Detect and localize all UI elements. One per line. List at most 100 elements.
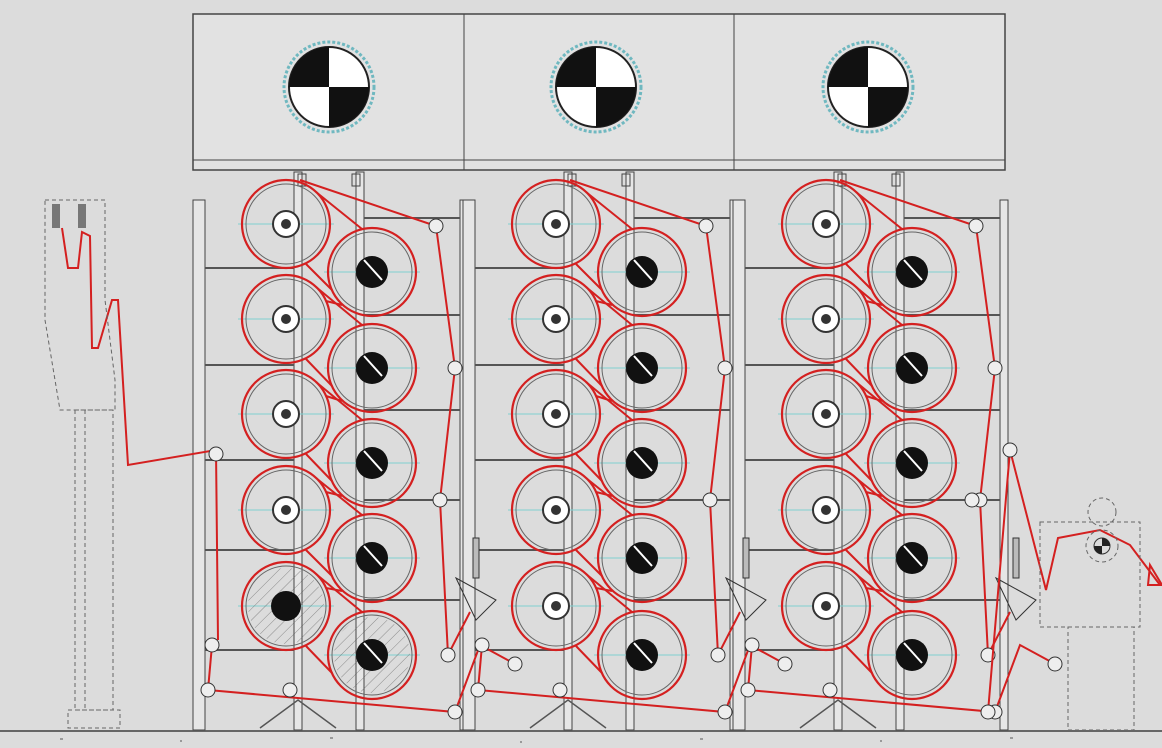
roller-right-web bbox=[326, 322, 418, 414]
frame-upright bbox=[999, 199, 1009, 731]
roller-drive-hub bbox=[896, 542, 928, 574]
dancer-arm bbox=[742, 537, 750, 579]
top-bracket bbox=[621, 173, 631, 187]
drive-2-quadrant-balance-icon bbox=[549, 40, 643, 134]
roller-left-web bbox=[510, 273, 602, 365]
top-bracket bbox=[567, 173, 577, 187]
roller-right bbox=[871, 614, 953, 696]
right-rewind-stand bbox=[1039, 497, 1141, 731]
roller-drive-hub bbox=[896, 352, 928, 384]
drive-quadrant bbox=[596, 87, 636, 127]
drive-quadrant bbox=[828, 47, 868, 87]
web-return bbox=[839, 179, 1011, 659]
web-segment bbox=[865, 491, 883, 497]
roller-left bbox=[785, 565, 867, 647]
roller-hub-center bbox=[551, 505, 561, 515]
web-outfeed bbox=[987, 449, 1161, 713]
roller-drive-hub bbox=[356, 256, 388, 288]
drive-ring bbox=[821, 40, 915, 134]
roller-left bbox=[245, 565, 327, 647]
web-segment bbox=[845, 263, 873, 291]
web-segment bbox=[855, 191, 903, 230]
roller-hub-center bbox=[821, 314, 831, 324]
roller-left bbox=[515, 183, 597, 265]
web-segment bbox=[315, 573, 363, 613]
guide-roller bbox=[717, 360, 733, 376]
roller-right bbox=[601, 422, 683, 504]
right-stand-roller bbox=[1093, 537, 1111, 555]
roller-left-web bbox=[780, 368, 872, 460]
roller-left-web bbox=[510, 178, 602, 270]
roller-drive-hub bbox=[626, 542, 658, 574]
web-segment bbox=[575, 453, 603, 482]
hub-highlight bbox=[903, 642, 923, 664]
roller-right-web bbox=[596, 417, 688, 509]
web-segment bbox=[845, 645, 873, 674]
roller-hub-center bbox=[281, 505, 291, 515]
roller-hub-center bbox=[281, 314, 291, 324]
hub-highlight bbox=[363, 259, 383, 281]
web-segment bbox=[575, 358, 603, 387]
web-segment bbox=[575, 645, 603, 674]
web-segment bbox=[305, 549, 333, 577]
roller-hub-center bbox=[551, 601, 561, 611]
web-segment bbox=[315, 381, 363, 421]
hub-highlight bbox=[633, 545, 653, 567]
roller-left bbox=[785, 183, 867, 265]
roller-right bbox=[331, 327, 413, 409]
roller-left-web bbox=[780, 273, 872, 365]
dancer-bracket bbox=[724, 576, 767, 621]
web-segment bbox=[585, 191, 633, 230]
roller-left bbox=[245, 469, 327, 551]
web-segment bbox=[305, 263, 333, 291]
web-segment bbox=[595, 491, 613, 497]
roller-right-web bbox=[866, 226, 958, 318]
dancer-bracket bbox=[994, 576, 1037, 621]
hub-highlight bbox=[633, 642, 653, 664]
drive-quadrant bbox=[289, 47, 329, 87]
roller-right bbox=[871, 231, 953, 313]
roller-left bbox=[515, 469, 597, 551]
roller-drive-hub bbox=[896, 639, 928, 671]
bottom-roller bbox=[740, 682, 756, 698]
roller-drive-hub bbox=[356, 542, 388, 574]
roller-right-web bbox=[866, 512, 958, 604]
web-segment bbox=[305, 453, 333, 482]
hub-highlight bbox=[363, 355, 383, 377]
web-segment bbox=[845, 549, 873, 577]
web-segment bbox=[855, 477, 903, 516]
dancer-arm bbox=[1012, 537, 1020, 579]
roller-drive-hub bbox=[896, 447, 928, 479]
web-segment bbox=[585, 286, 633, 326]
left-unwind-stand bbox=[44, 199, 121, 729]
roller-right-web bbox=[596, 322, 688, 414]
roller-left-web bbox=[240, 178, 332, 270]
guide-roller bbox=[698, 218, 714, 234]
top-bracket bbox=[351, 173, 361, 187]
roller-left bbox=[785, 469, 867, 551]
bottom-roller bbox=[822, 682, 838, 698]
bottom-roller bbox=[204, 637, 220, 653]
drive-quadrant bbox=[868, 87, 908, 127]
roller-drive-hub bbox=[626, 639, 658, 671]
web-segment bbox=[855, 573, 903, 613]
module-3 bbox=[732, 171, 1009, 731]
top-bracket bbox=[297, 173, 307, 187]
hub-highlight bbox=[903, 355, 923, 377]
hub-highlight bbox=[363, 642, 383, 664]
guide-roller bbox=[428, 218, 444, 234]
base-foot bbox=[259, 699, 337, 729]
web-segment bbox=[855, 381, 903, 421]
base-foot bbox=[529, 699, 607, 729]
roller-hub-center bbox=[821, 219, 831, 229]
roller-drive-hub bbox=[626, 447, 658, 479]
roller-left bbox=[515, 565, 597, 647]
hub-highlight bbox=[903, 450, 923, 472]
roller-right bbox=[601, 231, 683, 313]
roller-left bbox=[515, 373, 597, 455]
roller-drive-hub bbox=[356, 639, 388, 671]
roller-right bbox=[601, 327, 683, 409]
roller-hub-center bbox=[281, 409, 291, 419]
bottom-roller bbox=[777, 656, 793, 672]
